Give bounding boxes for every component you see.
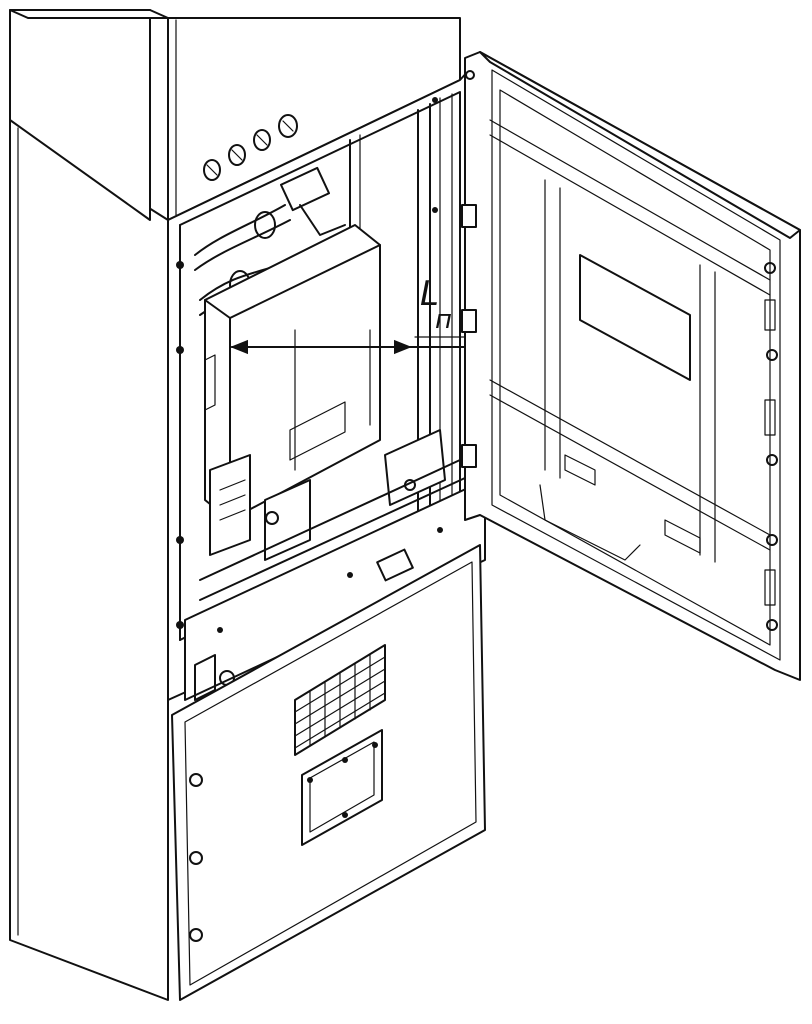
dimension-label-main: L (420, 274, 439, 314)
cabinet-side-panel (9, 119, 169, 1001)
breaker-truck (199, 429, 466, 601)
width-dimension (230, 336, 471, 355)
dimension-label-subscript: п (435, 305, 452, 335)
mechanism-panel (184, 479, 486, 701)
control-knobs (203, 114, 298, 181)
door-hinges (461, 204, 477, 468)
ventilation-grille (294, 644, 386, 756)
inspection-window (301, 729, 383, 846)
open-front-door (464, 51, 801, 681)
